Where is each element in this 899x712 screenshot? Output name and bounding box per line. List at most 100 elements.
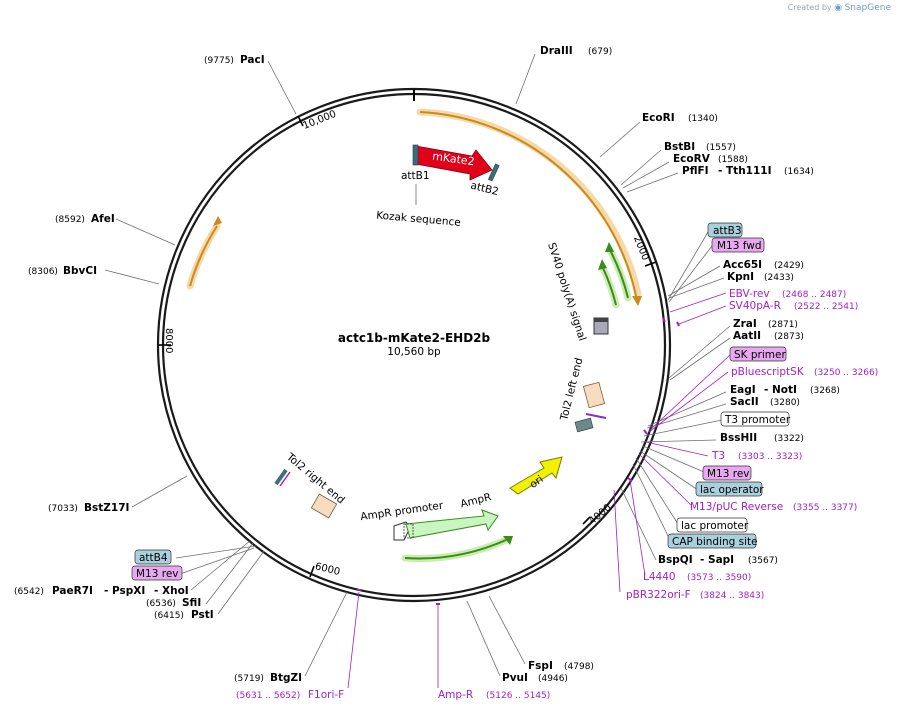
created-by-credit: Created by ◉ SnapGene — [788, 3, 891, 13]
pbr322-pos: (3824 .. 3843) — [700, 591, 764, 601]
fspi-lead — [488, 595, 526, 665]
sv40par-pos: (2522 .. 2541) — [794, 302, 858, 312]
bspqi-name2: - SapI — [700, 554, 734, 566]
ampr-primer-name: Amp-R — [438, 689, 473, 701]
acc65i-name: Acc65I — [723, 259, 762, 271]
m13fwd-lead — [668, 245, 713, 303]
sfii-lead — [205, 542, 254, 605]
plasmid-size: 10,560 bp — [387, 346, 441, 358]
btgzi-lead — [304, 591, 348, 677]
kpni-pos: (2433) — [764, 273, 794, 283]
tick-2000-mark — [644, 261, 657, 267]
t3promoter-lead — [643, 419, 723, 437]
ampr-arc — [404, 539, 507, 560]
tol2-left-box — [582, 381, 606, 409]
m13rev-lead — [642, 445, 705, 473]
bsshii-name: BssHII — [720, 432, 757, 444]
lacoperator-tag: lac operator — [695, 481, 764, 497]
eagi-name2: - NotI — [764, 384, 797, 396]
amprpromoter-shape — [393, 521, 411, 541]
tol2-left-attb3 — [574, 417, 594, 433]
ampr-label: AmpR — [459, 491, 492, 510]
bbvci-name: BbvCI — [63, 265, 97, 277]
skprimer-text: SK primer — [734, 349, 786, 361]
attb3-text: attB3 — [713, 225, 742, 237]
pbluescriptsk-lead — [648, 371, 729, 433]
ebvrev-mark — [662, 317, 666, 323]
cds-small-orange-bg — [186, 222, 221, 290]
mkate2-label: mKate2 — [431, 150, 475, 169]
ampr-primer-pos: (5126 .. 5145) — [486, 691, 550, 701]
draiii-name: DraIII — [540, 45, 573, 57]
sacii-name: SacII — [730, 396, 759, 408]
bsshii-lead — [640, 439, 717, 443]
paer7i-name3: - XhoI — [154, 585, 189, 597]
mkate2-arrow — [415, 145, 493, 181]
sv40par-lead — [678, 305, 727, 325]
pflfi-name2: - Tth111I — [718, 165, 772, 177]
m13puc-pos: (3355 .. 3377) — [793, 503, 857, 513]
bbvci-pos: (8306) — [28, 267, 58, 277]
bsshii-pos: (3322) — [774, 434, 804, 444]
f1ori-pos: (5631 .. 5652) — [236, 691, 300, 701]
ecorv-lead — [622, 161, 670, 189]
paci-name: PacI — [240, 54, 265, 66]
sv40-arc-1-arrowhead — [605, 242, 614, 252]
tick-6000: 6000 — [314, 561, 341, 578]
psti-lead — [217, 550, 265, 615]
skprimer-lead — [649, 354, 731, 431]
pflfi-name: PflFI — [682, 165, 709, 177]
afei-name: AfeI — [91, 213, 115, 225]
paer7i-name: PaeR7I — [52, 585, 93, 597]
acc65i-lead — [667, 265, 721, 297]
afei-lead — [115, 218, 176, 246]
m13puc-name: M13/pUC Reverse — [690, 501, 783, 513]
eagi-name: EagI — [730, 384, 756, 396]
ecori-lead — [599, 121, 641, 158]
paci-pos: (9775) — [204, 56, 234, 66]
bbvci-lead — [104, 269, 160, 285]
t3-name: T3 — [711, 450, 725, 462]
attb4-tag: attB4 — [134, 549, 172, 565]
t3promoter-tag: T3 promoter — [720, 411, 791, 427]
f1ori-lead — [347, 591, 360, 689]
bstz17i-pos: (7033) — [48, 504, 78, 514]
eagi-lead — [647, 391, 727, 427]
ebvrev-pos: (2468 .. 2487) — [782, 290, 846, 300]
kozak-label: Kozak sequence — [376, 210, 461, 229]
eagi-pos: (3268) — [810, 386, 840, 396]
aatii-pos: (2873) — [774, 332, 804, 342]
t3-lead — [645, 441, 709, 457]
paer7i-name2: - PspXI — [104, 585, 145, 597]
amprpromoter-overlap — [403, 523, 414, 539]
zrai-pos: (2871) — [768, 320, 798, 330]
bspqi-pos: (3567) — [748, 556, 778, 566]
capsite-text: CAP binding site — [672, 536, 758, 548]
pflfi-lead — [626, 172, 679, 193]
attb2-marker — [487, 163, 500, 182]
psti-name: PstI — [191, 609, 214, 621]
pflfi-pos: (1634) — [784, 167, 814, 177]
attb4-text: attB4 — [139, 552, 168, 564]
capsite-lead — [632, 463, 671, 541]
tick-4000-mark — [582, 516, 591, 525]
credit-text: Created by — [787, 3, 832, 12]
ecorv-pos: (1588) — [718, 155, 748, 165]
m13rev-text: M13 rev — [707, 468, 750, 480]
sacii-pos: (3280) — [770, 398, 800, 408]
paci-lead — [267, 60, 297, 115]
sv40-label: SV40 poly(A) signal — [545, 241, 588, 342]
tol2-right-attb4 — [274, 468, 288, 486]
t3promoter-text: T3 promoter — [724, 414, 791, 426]
skprimer-tag: SK primer — [729, 346, 786, 362]
tol2-right-primer — [279, 471, 291, 487]
capsite-tag: CAP binding site — [667, 533, 758, 549]
attb4-lead — [175, 545, 257, 559]
attb2-label: attB2 — [469, 180, 500, 199]
cds-large-orange-arrowhead — [632, 296, 642, 306]
bstz17i-lead — [131, 475, 188, 508]
pbr322-lead — [613, 489, 621, 593]
sv40-arc-2-arrowhead — [598, 259, 607, 270]
ecorv-name: EcoRV — [673, 153, 711, 165]
